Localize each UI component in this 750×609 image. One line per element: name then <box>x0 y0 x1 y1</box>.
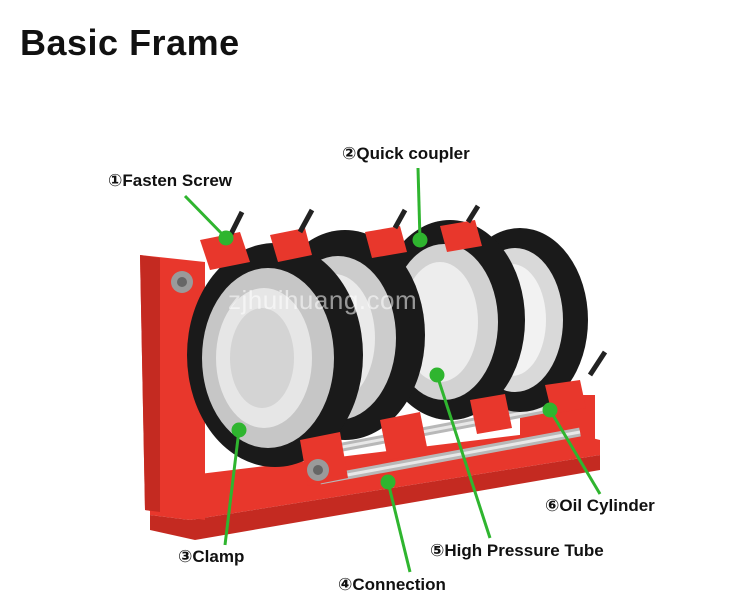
label-fasten-screw: ①Fasten Screw <box>108 171 232 190</box>
pointer-oil-cylinder <box>548 409 602 495</box>
side-bolts <box>171 271 329 481</box>
page-title: Basic Frame <box>20 22 240 63</box>
pointer-quick-coupler <box>416 167 422 241</box>
pointer-connection <box>386 481 412 573</box>
base-frame <box>140 255 600 540</box>
pointer-fasten-screw <box>183 194 228 240</box>
watermark-text: zjhuihuang.com <box>228 285 418 315</box>
label-connection: ④Connection <box>338 575 446 594</box>
label-oil-cylinder: ⑥Oil Cylinder <box>545 496 655 515</box>
clamp-ring-1 <box>187 243 363 467</box>
pointer-high-pressure-tube <box>435 374 492 539</box>
label-clamp: ③Clamp <box>178 547 245 566</box>
label-high-pressure-tube: ⑤High Pressure Tube <box>430 541 604 560</box>
callout-pointers <box>183 167 602 573</box>
guide-rods <box>299 400 581 485</box>
label-quick-coupler: ②Quick coupler <box>342 144 470 163</box>
pointer-clamp <box>223 429 241 546</box>
